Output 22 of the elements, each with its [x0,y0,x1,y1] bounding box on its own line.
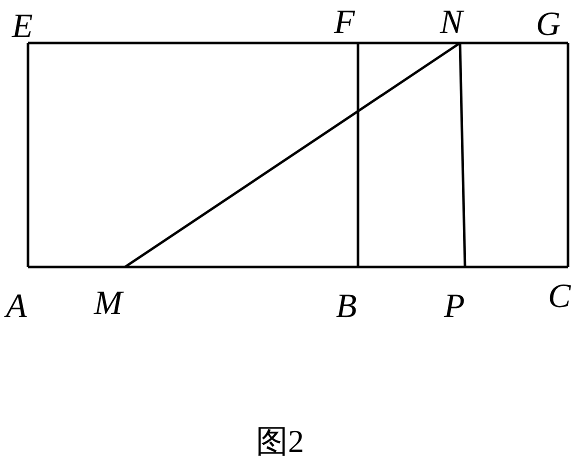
point-label: A [6,290,27,324]
line-segment [26,43,30,267]
point-label: G [536,8,561,42]
line-segment [358,266,465,268]
figure-caption: 图2 [256,424,304,458]
point-label: P [444,290,465,324]
point-label: E [12,10,33,44]
point-label: N [440,6,463,40]
point-label: C [548,280,571,314]
line-segment [460,42,568,44]
line-segment [356,43,360,267]
line-segment [28,42,358,44]
point-label: B [336,290,357,324]
line-segment [465,266,568,268]
line-segment [125,266,358,268]
line-segment [124,42,461,268]
line-segment [458,42,466,268]
point-label: M [94,287,122,321]
point-label: F [334,6,355,40]
line-segment [566,43,570,267]
line-segment [358,42,460,44]
line-segment [28,266,125,268]
